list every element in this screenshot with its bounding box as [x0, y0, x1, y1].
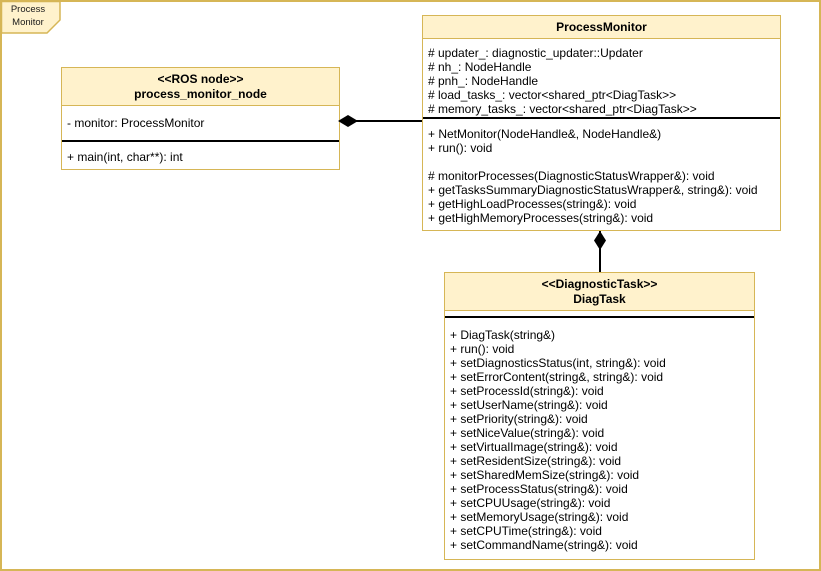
methods-compartment: + DiagTask(string&) + run(): void + setD… — [445, 318, 754, 561]
method-row: + setCPUTime(string&): void — [450, 524, 602, 538]
method-row: + setMemoryUsage(string&): void — [450, 510, 629, 524]
attribute-row: # updater_: diagnostic_updater::Updater — [428, 46, 643, 60]
method-row: + setDiagnosticsStatus(int, string&): vo… — [450, 356, 666, 370]
composition-edge-node-to-processmonitor[interactable] — [340, 120, 422, 122]
frame-label: Process Monitor — [10, 4, 46, 28]
method-row: + setUserName(string&): void — [450, 398, 608, 412]
methods-compartment: + main(int, char**): int — [62, 142, 339, 171]
method-row: + getHighMemoryProcesses(string&): void — [428, 211, 654, 225]
class-name: ProcessMonitor — [556, 19, 647, 34]
method-row: + setPriority(string&): void — [450, 412, 588, 426]
method-row: # monitorProcesses(DiagnosticStatusWrapp… — [428, 169, 715, 183]
method-row: + DiagTask(string&) — [450, 328, 556, 342]
class-process-monitor[interactable]: ProcessMonitor # updater_: diagnostic_up… — [422, 15, 781, 231]
composition-edge-processmonitor-to-diagtask[interactable] — [599, 231, 601, 272]
method-row: + setResidentSize(string&): void — [450, 454, 622, 468]
method-row-spacer — [423, 155, 780, 169]
method-row: + setCommandName(string&): void — [450, 538, 638, 552]
method-row: + run(): void — [428, 141, 493, 155]
method-row: + setProcessId(string&): void — [450, 384, 604, 398]
method-row: + setNiceValue(string&): void — [450, 426, 605, 440]
class-stereotype: <<DiagnosticTask>> — [541, 276, 658, 291]
method-row: + getHighLoadProcesses(string&): void — [428, 197, 637, 211]
method-row: + setVirtualImage(string&): void — [450, 440, 618, 454]
attributes-compartment: # updater_: diagnostic_updater::Updater … — [423, 39, 780, 119]
class-name: DiagTask — [573, 291, 626, 306]
class-diag-task[interactable]: <<DiagnosticTask>> DiagTask + DiagTask(s… — [444, 272, 755, 560]
frame-label-tab[interactable]: Process Monitor — [1, 1, 61, 34]
method-row: + run(): void — [450, 342, 515, 356]
method-row: + main(int, char**): int — [67, 150, 183, 164]
method-row: + NetMonitor(NodeHandle&, NodeHandle&) — [428, 127, 662, 141]
class-header: <<ROS node>> process_monitor_node — [62, 68, 339, 106]
attribute-row: # memory_tasks_: vector<shared_ptr<DiagT… — [428, 102, 697, 116]
attributes-compartment: - monitor: ProcessMonitor — [62, 106, 339, 142]
attribute-row: - monitor: ProcessMonitor — [67, 116, 205, 130]
method-row: + getTasksSummaryDiagnosticStatusWrapper… — [428, 183, 758, 197]
method-row: + setErrorContent(string&, string&): voi… — [450, 370, 664, 384]
class-process-monitor-node[interactable]: <<ROS node>> process_monitor_node - moni… — [61, 67, 340, 170]
attributes-compartment — [445, 311, 754, 318]
method-row: + setProcessStatus(string&): void — [450, 482, 628, 496]
class-header: ProcessMonitor — [423, 16, 780, 39]
attribute-row: # nh_: NodeHandle — [428, 60, 532, 74]
composition-diamond-icon — [594, 231, 606, 250]
class-name: process_monitor_node — [134, 86, 267, 101]
composition-diamond-icon — [338, 115, 358, 127]
class-header: <<DiagnosticTask>> DiagTask — [445, 273, 754, 311]
attribute-row: # load_tasks_: vector<shared_ptr<DiagTas… — [428, 88, 677, 102]
method-row: + setCPUUsage(string&): void — [450, 496, 611, 510]
methods-compartment: + NetMonitor(NodeHandle&, NodeHandle&) +… — [423, 119, 780, 232]
frame-tab-shape — [1, 1, 61, 34]
attribute-row: # pnh_: NodeHandle — [428, 74, 539, 88]
class-stereotype: <<ROS node>> — [157, 71, 244, 86]
method-row: + setSharedMemSize(string&): void — [450, 468, 640, 482]
